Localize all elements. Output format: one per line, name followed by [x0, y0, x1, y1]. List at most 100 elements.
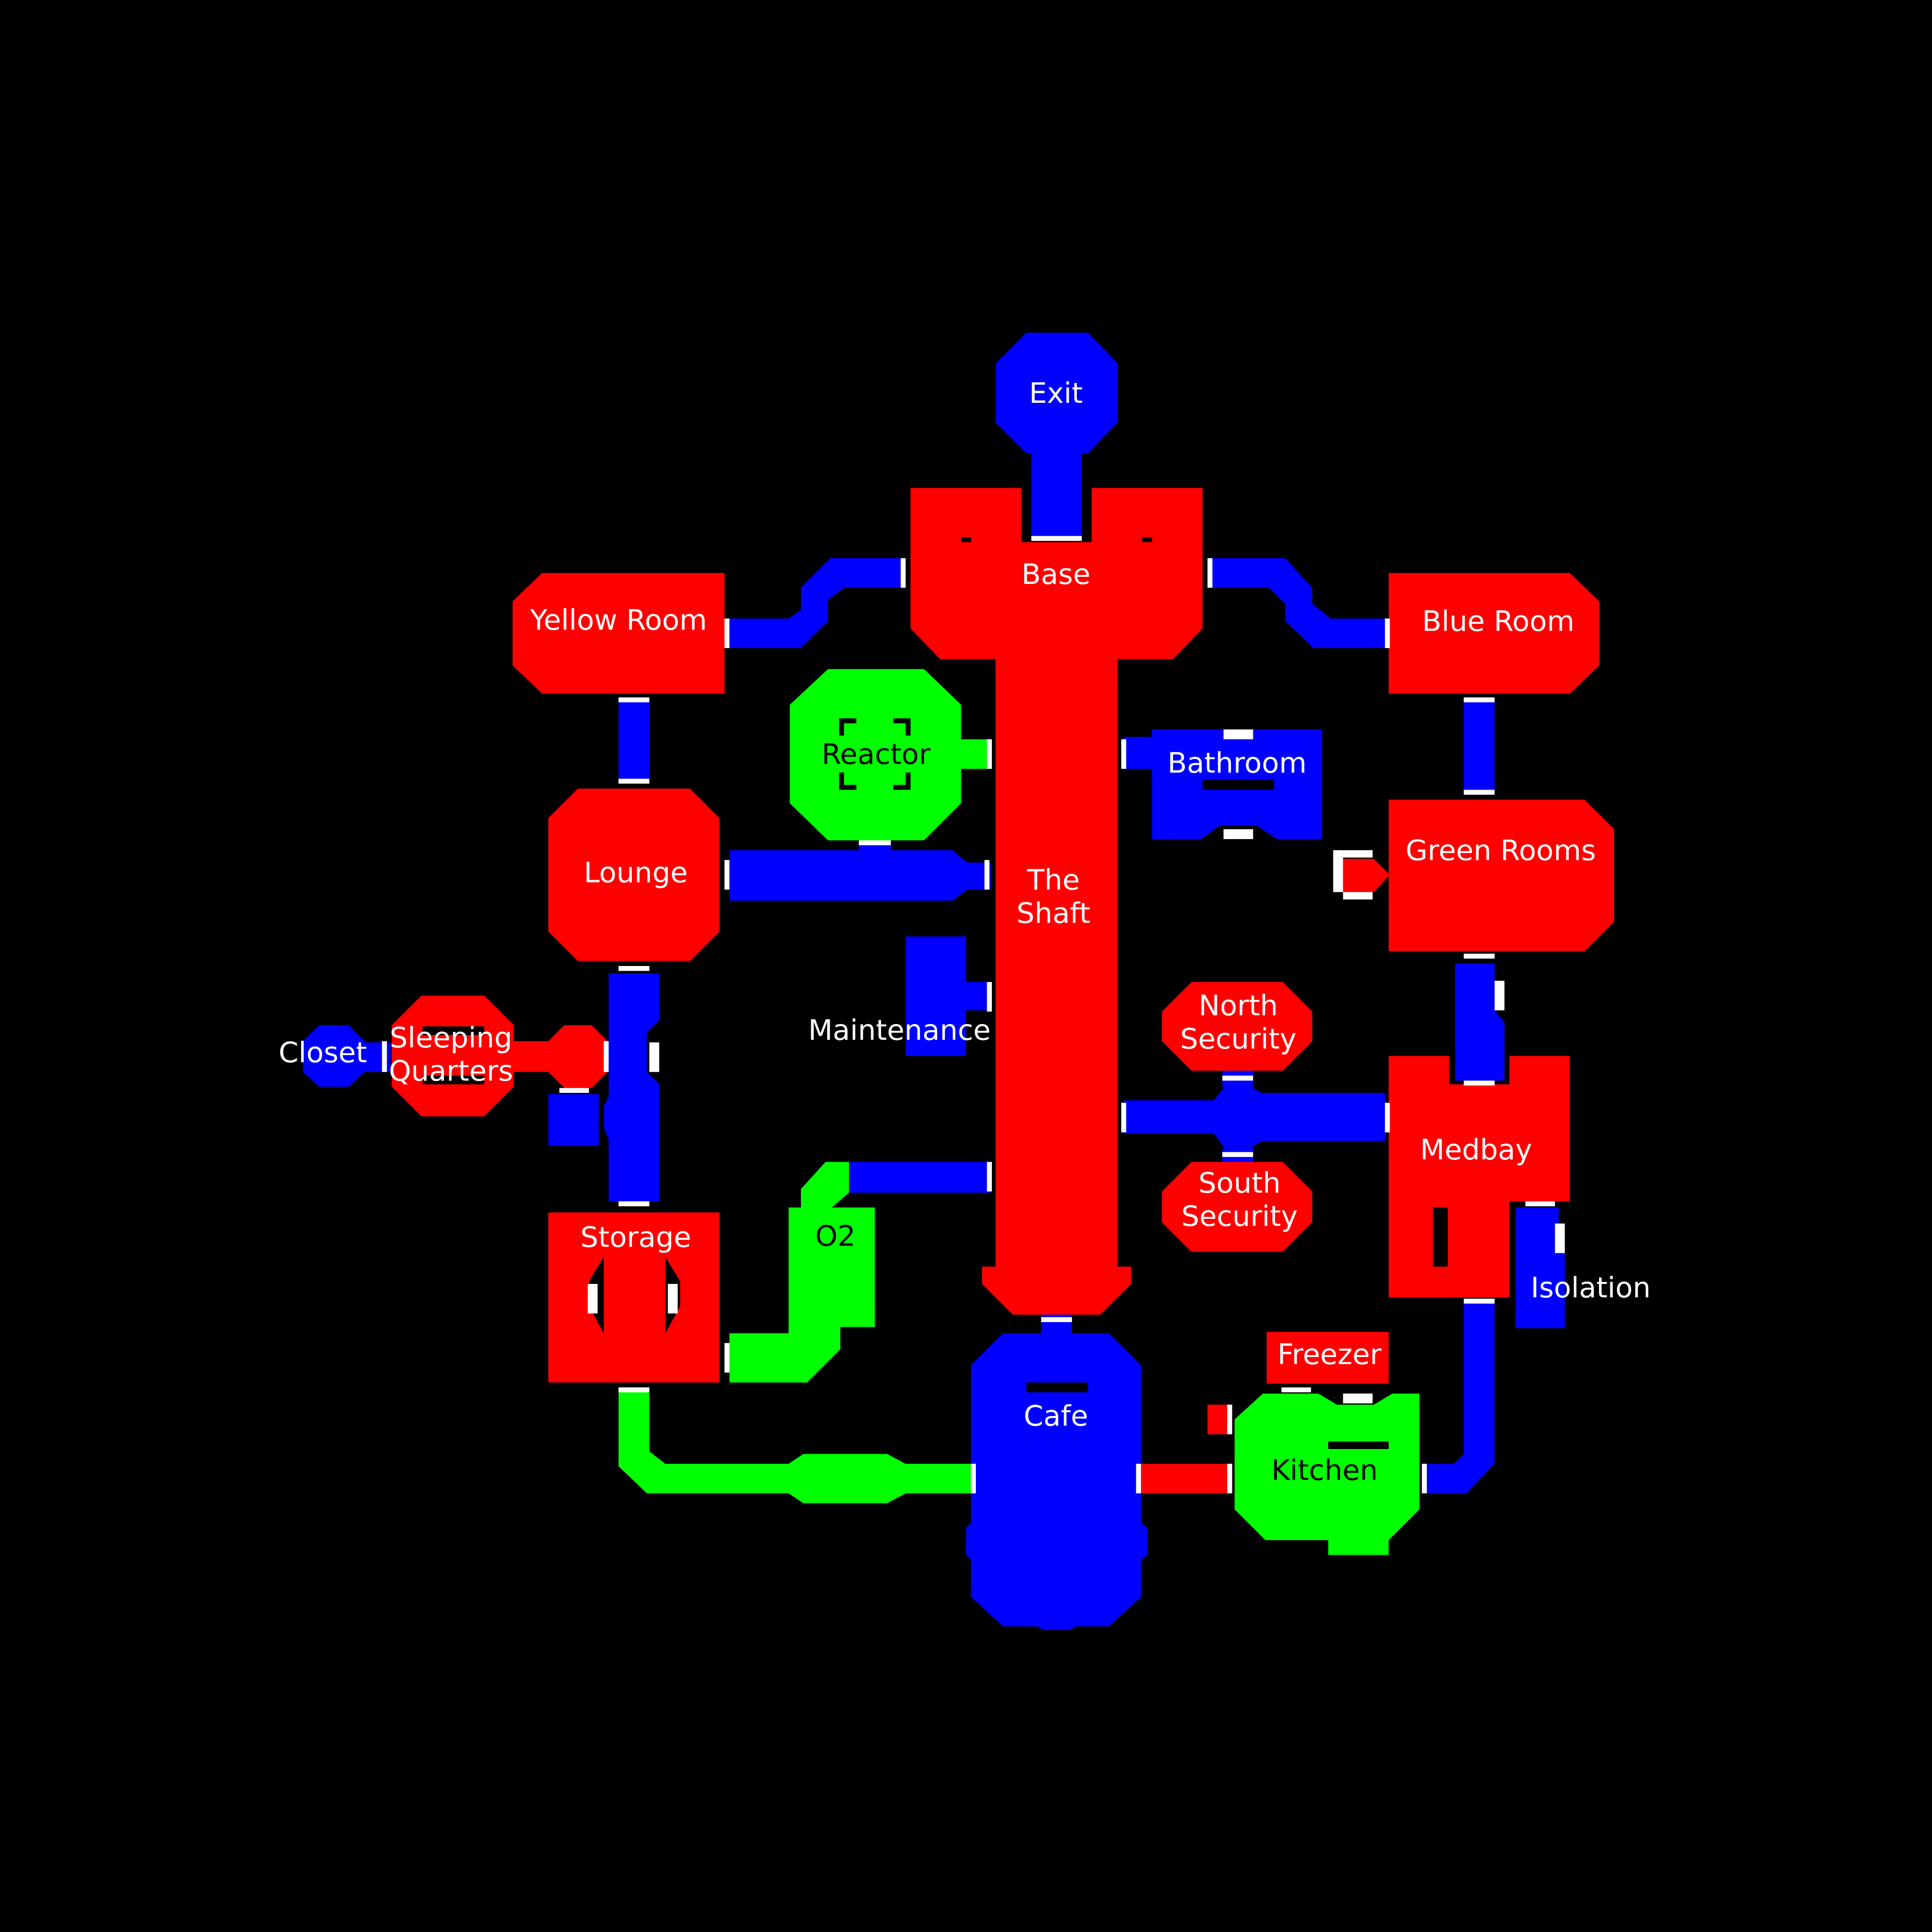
door-bathroom-south: [1223, 829, 1253, 839]
label-lounge: Lounge: [584, 856, 688, 889]
door-storage-south: [618, 1387, 650, 1392]
door-storage-right: [667, 1283, 678, 1314]
door-blueroom-west: [1385, 618, 1390, 649]
corridor-sleeping-lounge: [511, 1025, 608, 1088]
doors: [382, 536, 1565, 1494]
corridor-yellow-lounge: [618, 697, 650, 784]
label-yellow-room: Yellow Room: [530, 604, 707, 637]
door-greenrooms-west-top: [1343, 850, 1373, 858]
door-kitchen-stub: [1227, 1404, 1232, 1434]
corridor-blueroom-greenrooms: [1464, 697, 1495, 794]
corridor-side-room: [548, 1094, 599, 1146]
corridor-lounge-storage: [604, 973, 659, 1201]
base-room[interactable]: [910, 488, 1203, 690]
label-green-rooms: Green Rooms: [1406, 834, 1596, 867]
label-storage: Storage: [580, 1221, 691, 1254]
label-maintenance: Maintenance: [808, 1014, 991, 1047]
door-south-security: [1222, 1152, 1253, 1157]
cafe-room[interactable]: [966, 1333, 1147, 1630]
door-greenrooms-south: [1464, 953, 1495, 959]
door-greenrooms-west-bottom: [1343, 892, 1373, 899]
door-greenrooms-corridor: [1494, 981, 1505, 1011]
corridor-greenrooms-stub: [1343, 858, 1390, 892]
south-security-room[interactable]: [1162, 1162, 1313, 1252]
door-bathroom-north: [1223, 729, 1253, 740]
door-base-west: [900, 558, 906, 588]
door-greenrooms-west: [1333, 850, 1343, 892]
label-reactor: Reactor: [822, 738, 931, 771]
corridor-storage-cafe: [618, 1387, 976, 1503]
door-cafe-east: [1136, 1464, 1141, 1494]
label-the-shaft-line1: The: [1027, 864, 1080, 897]
cafe-counter: [1026, 1382, 1088, 1392]
sleeping-quarters-room[interactable]: [391, 995, 514, 1116]
corridor-shaft-medbay: [1124, 1087, 1385, 1149]
sleeping-bunk-top: [423, 1026, 484, 1035]
closet-room[interactable]: [303, 1025, 365, 1087]
corridor-exit-base: [1031, 451, 1082, 540]
label-closet: Closet: [279, 1036, 367, 1069]
blue-room[interactable]: [1389, 573, 1599, 694]
north-security-room[interactable]: [1162, 982, 1313, 1071]
label-isolation: Isolation: [1531, 1272, 1650, 1305]
door-greenrooms-north: [1464, 790, 1495, 795]
corridor-base-yellow: [729, 558, 906, 649]
door-sleeping-corridor: [604, 1041, 609, 1072]
door-exit-base: [1031, 536, 1082, 541]
door-storage-left: [588, 1283, 598, 1314]
door-kitchen-west: [1227, 1464, 1232, 1494]
green-rooms-room[interactable]: [1389, 799, 1615, 951]
door-medbay-south: [1464, 1299, 1495, 1304]
door-shaft-lounge: [984, 860, 990, 890]
label-bathroom: Bathroom: [1167, 747, 1307, 780]
label-sleeping-quarters-line1: Sleeping: [390, 1021, 512, 1054]
door-isolation: [1525, 1201, 1555, 1207]
door-medbay-north: [1464, 1080, 1495, 1086]
yellow-room[interactable]: [512, 573, 724, 694]
lounge-room[interactable]: [548, 788, 720, 961]
room-labels: Exit Base Yellow Room Blue Room Reactor …: [279, 377, 1651, 1487]
o2-room: [729, 1208, 875, 1382]
the-shaft-room[interactable]: [982, 659, 1132, 1315]
base-detail-left: [961, 537, 971, 542]
label-exit: Exit: [1029, 377, 1083, 410]
door-sleeping-south: [559, 1088, 589, 1093]
door-shaft-maintenance: [987, 982, 992, 1012]
door-lounge-east: [724, 860, 730, 890]
label-base: Base: [1022, 558, 1091, 591]
corridor-cafe-kitchen: [1140, 1464, 1232, 1494]
door-freezer: [1281, 1387, 1311, 1392]
maintenance-room: [906, 936, 991, 1056]
corridor-o2-top: [800, 1162, 849, 1208]
corridor-medbay-kitchen: [1426, 1303, 1495, 1494]
corridor-base-blueroom: [1208, 558, 1388, 649]
door-kitchen-east: [1422, 1464, 1427, 1494]
label-blue-room: Blue Room: [1422, 605, 1574, 638]
door-medbay-west: [1385, 1102, 1390, 1133]
rooms: [303, 333, 1615, 1630]
kitchen-room[interactable]: [1234, 1393, 1420, 1555]
freezer-room[interactable]: [1266, 1332, 1389, 1384]
door-kitchen-north: [1343, 1393, 1373, 1404]
door-shaft-medbay-corridor: [1121, 1102, 1126, 1133]
isolation-room: [1516, 1208, 1565, 1328]
door-closet-sleeping: [382, 1041, 387, 1072]
corridor-greenrooms-medbay: [1455, 963, 1505, 1081]
door-storage-north: [618, 1201, 650, 1207]
door-lounge-north: [618, 778, 650, 784]
label-north-security-line2: Security: [1180, 1023, 1297, 1056]
medbay-bed: [1433, 1208, 1448, 1267]
corridors: [359, 451, 1565, 1503]
sleeping-bunk-bottom: [423, 1075, 484, 1084]
door-blueroom-south: [1464, 697, 1495, 702]
kitchen-counter: [1328, 1441, 1389, 1449]
door-shaft-o2: [987, 1162, 992, 1192]
door-base-east: [1208, 558, 1213, 588]
corridor-shaft-bathroom: [1124, 737, 1156, 769]
reactor-room[interactable]: [790, 669, 961, 841]
storage-room[interactable]: [548, 1212, 720, 1382]
corridor-shaft-cafe: [1041, 1312, 1072, 1337]
exit-room[interactable]: [995, 333, 1118, 454]
reactor-core-marks: [839, 718, 911, 790]
door-lounge-south: [618, 966, 650, 971]
